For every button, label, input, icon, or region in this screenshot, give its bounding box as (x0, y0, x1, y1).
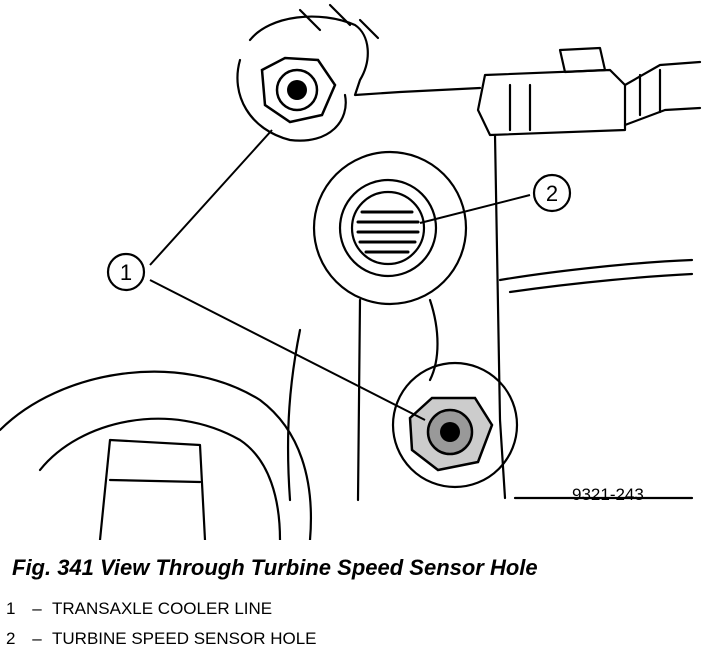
gear-housing-window (98, 438, 207, 540)
connector-latch (558, 46, 607, 74)
callout-legend: 1–TRANSAXLE COOLER LINE 2–TURBINE SPEED … (6, 594, 317, 654)
illustration-svg: 1 2 9321-243 (0, 3, 702, 540)
callout-1-number: 1 (120, 260, 132, 285)
legend-text: TRANSAXLE COOLER LINE (52, 599, 273, 618)
connector-ribs (508, 68, 662, 132)
lower-boss-outline (391, 361, 519, 489)
leader-lines (149, 129, 531, 421)
figure-caption: Fig. 341 View Through Turbine Speed Sens… (12, 555, 538, 580)
callout-2-number: 2 (546, 181, 558, 206)
gear-housing-inner (38, 417, 282, 540)
housing-rib-lower (508, 272, 694, 294)
housing-vertical-edge (493, 133, 507, 500)
casting-top-edge (248, 15, 482, 97)
legend-row-2: 2–TURBINE SPEED SENSOR HOLE (6, 624, 317, 654)
turbine-teeth (356, 210, 420, 254)
legend-number: 2 (6, 629, 16, 648)
upper-cooler-line-fitting (260, 56, 337, 124)
connector-harness (623, 60, 702, 127)
sensor-hole-rim (338, 178, 438, 278)
legend-text: TURBINE SPEED SENSOR HOLE (52, 629, 317, 648)
gear-housing-outer (0, 370, 312, 540)
casting-hatch (298, 3, 380, 40)
technical-illustration: 1 2 9321-243 (0, 3, 702, 540)
figure-code: 9321-243 (572, 485, 644, 504)
sensor-hole-outer (312, 150, 468, 306)
sensor-connector (476, 68, 627, 137)
legend-row-1: 1–TRANSAXLE COOLER LINE (6, 594, 317, 624)
legend-separator: – (32, 599, 42, 618)
sensor-hole-bore (350, 190, 426, 266)
legend-number: 1 (6, 599, 16, 618)
casting-channel (356, 298, 439, 502)
lower-cooler-line-fitting (408, 396, 494, 472)
callout-1: 1 (106, 252, 146, 292)
callout-2: 2 (532, 173, 572, 213)
casting-left-edge (286, 328, 302, 502)
housing-rib-upper (498, 258, 694, 282)
upper-boss-outline (236, 58, 347, 142)
legend-separator: – (32, 629, 42, 648)
